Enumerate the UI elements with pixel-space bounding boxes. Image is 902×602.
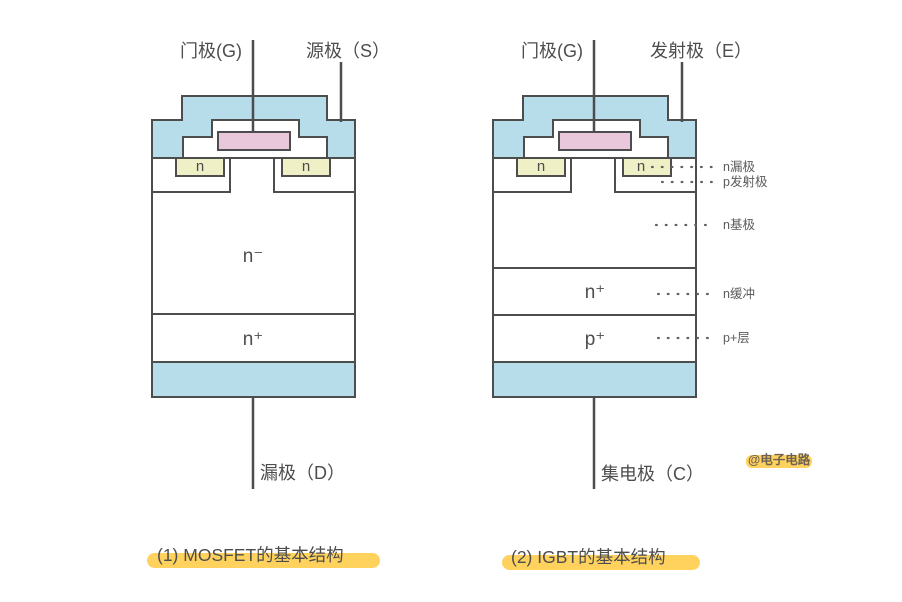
igbt-collector-metal <box>492 361 697 398</box>
mosfet-n-plus-region-label: n⁺ <box>242 329 264 350</box>
igbt-gate-electrode <box>558 131 632 151</box>
mosfet-source-terminal-label: 源极（S） <box>306 41 391 61</box>
igbt-n-well-right-label: n <box>636 158 646 175</box>
mosfet-drain-metal <box>151 361 356 398</box>
igbt-gate-terminal-label: 门极(G) <box>521 41 583 61</box>
igbt-p-plus-region-label: p⁺ <box>584 329 606 350</box>
igbt-caption-highlight <box>502 555 700 570</box>
mosfet-n-well-left-label: n <box>195 158 205 175</box>
igbt-n-well-left <box>516 157 566 177</box>
igbt-body <box>492 157 697 398</box>
annotation-n-buffer: n缓冲 <box>723 287 755 301</box>
igbt-diagram <box>492 40 697 489</box>
annotation-n-base: n基极 <box>723 218 755 232</box>
mosfet-n-minus-region-label: n⁻ <box>242 246 264 267</box>
mosfet-caption-highlight <box>147 553 380 568</box>
igbt-emitter-terminal-label: 发射极（E） <box>650 41 753 61</box>
annotation-n-drain: n漏极 <box>723 160 755 174</box>
igbt-n-plus-region-label: n⁺ <box>584 282 606 303</box>
mosfet-n-well-left <box>175 157 225 177</box>
watermark-highlight <box>746 455 812 468</box>
mosfet-drain-terminal-label: 漏极（D） <box>260 463 345 483</box>
igbt-collector-terminal-label: 集电极（C） <box>601 464 704 484</box>
igbt-caption: (2) IGBT的基本结构 <box>511 547 666 567</box>
igbt-n-well-left-label: n <box>536 158 546 175</box>
mosfet-body <box>151 157 356 398</box>
annotation-p-emitter: p发射极 <box>723 175 768 189</box>
mosfet-diagram <box>151 40 356 489</box>
watermark-text: @电子电路 <box>748 453 811 467</box>
mosfet-gate-terminal-label: 门极(G) <box>180 41 242 61</box>
mosfet-n-well-right-label: n <box>301 158 311 175</box>
mosfet-caption: (1) MOSFET的基本结构 <box>157 545 344 565</box>
annotation-leader-lines <box>650 165 718 340</box>
mosfet-n-well-right <box>281 157 331 177</box>
annotation-p-plus-layer: p+层 <box>723 331 750 345</box>
mosfet-gate-electrode <box>217 131 291 151</box>
